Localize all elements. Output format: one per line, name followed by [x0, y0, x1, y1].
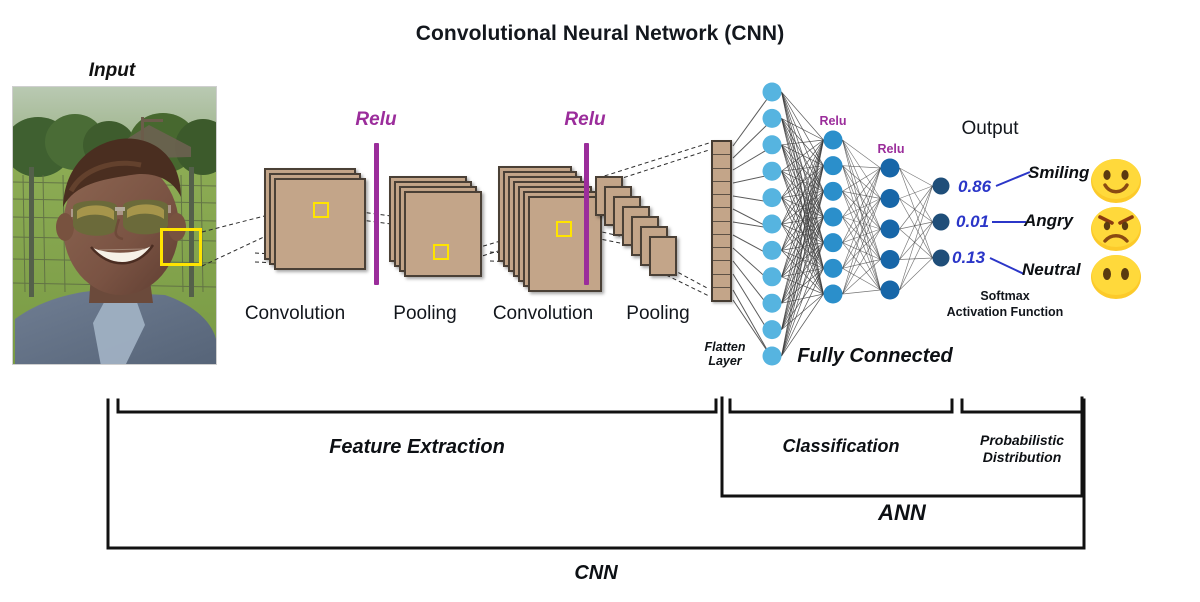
- fc-node-l1-n3: [823, 207, 843, 227]
- fc-node-l1-n5: [823, 258, 843, 278]
- fc-node-l2-n3: [880, 250, 900, 269]
- softmax-line1: Softmax: [980, 289, 1030, 303]
- flatten-layer-column: [711, 140, 732, 302]
- fc-node-l2-n4: [880, 280, 900, 300]
- fc-node-l1-n1: [823, 156, 843, 176]
- bracket-cnn: [106, 398, 1086, 550]
- flatten-label-line2: Layer: [708, 354, 742, 369]
- bracket-label-probabilistic-distribution: Probabilistic Distribution: [962, 432, 1082, 466]
- relu-label-1: Relu: [355, 109, 397, 130]
- class-label-smiling: Smiling: [1028, 163, 1090, 182]
- angry-face-icon: [1091, 207, 1141, 251]
- stage-label-convolution-2: Convolution: [492, 303, 594, 324]
- softmax-line2: Activation Function: [946, 305, 1064, 320]
- pool1-kernel-window: [433, 244, 449, 260]
- flatten-label-line1: Flatten: [704, 340, 746, 354]
- bracket-label-cnn: CNN: [574, 562, 618, 584]
- fc-node-l0-n4: [762, 188, 782, 208]
- input-photo: [12, 86, 217, 365]
- fc-node-l1-n6: [823, 284, 843, 304]
- input-receptive-field-box: [160, 228, 202, 266]
- fc-node-l3-n1: [932, 213, 950, 231]
- input-label: Input: [88, 60, 136, 81]
- fully-connected-label: Fully Connected: [797, 345, 953, 367]
- fc-node-l0-n6: [762, 240, 782, 260]
- softmax-caption: Softmax Activation Function: [915, 288, 1095, 321]
- fc-node-l0-n7: [762, 267, 782, 287]
- relu-label-hidden-1: Relu: [819, 114, 847, 128]
- bracket-label-feature-extraction: Feature Extraction: [329, 436, 505, 458]
- stage-label-convolution-1: Convolution: [244, 303, 346, 324]
- bracket-feature-extraction: [116, 398, 718, 414]
- fc-node-l3-n2: [932, 249, 950, 267]
- probability-angry: 0.01: [956, 212, 990, 231]
- fc-node-l0-n3: [762, 161, 782, 181]
- fc-node-l1-n0: [823, 130, 843, 150]
- relu-label-hidden-2: Relu: [877, 142, 905, 156]
- page-title: Convolutional Neural Network (CNN): [415, 22, 785, 45]
- fc-node-l0-n1: [762, 108, 782, 128]
- flatten-layer-label: Flatten Layer: [690, 340, 760, 369]
- relu-label-2: Relu: [564, 109, 606, 130]
- class-label-angry: Angry: [1024, 211, 1074, 230]
- bracket-classification: [728, 398, 954, 414]
- probability-neutral: 0.13: [952, 248, 986, 267]
- fc-node-l0-n9: [762, 320, 782, 340]
- probability-smiling: 0.86: [958, 177, 992, 196]
- bracket-label-classification: Classification: [782, 436, 900, 456]
- relu-bar-1: [374, 143, 379, 285]
- fc-node-l0-n10: [762, 346, 782, 366]
- stage-label-pooling-1: Pooling: [393, 303, 457, 324]
- output-heading: Output: [961, 118, 1019, 139]
- fc-node-l1-n4: [823, 233, 843, 253]
- stage-label-pooling-2: Pooling: [626, 303, 690, 324]
- neutral-face-icon: [1091, 255, 1141, 299]
- conv2-kernel-window: [556, 221, 572, 237]
- fc-edges: [781, 91, 933, 357]
- selfie-photo-illustration: [13, 87, 216, 364]
- output-leader-lines: [989, 171, 1031, 275]
- fc-node-l2-n0: [880, 158, 900, 178]
- probabilistic-line2: Distribution: [982, 448, 1062, 465]
- fc-node-l3-n0: [932, 177, 950, 195]
- class-label-neutral: Neutral: [1022, 260, 1081, 279]
- fc-node-l2-n2: [880, 219, 900, 239]
- bracket-ann: [720, 396, 1084, 498]
- relu-bar-2: [584, 143, 589, 285]
- smiling-face-icon: [1091, 159, 1141, 203]
- fc-node-l0-n0: [762, 82, 782, 102]
- fc-node-l2-n1: [880, 189, 900, 208]
- fc-node-l0-n5: [762, 214, 782, 234]
- fc-node-l0-n2: [762, 135, 782, 155]
- fc-node-l0-n8: [762, 293, 782, 313]
- probabilistic-line1: Probabilistic: [979, 432, 1065, 448]
- fc-node-l1-n2: [823, 181, 843, 201]
- bracket-label-ann: ANN: [878, 500, 926, 525]
- conv1-kernel-window: [313, 202, 329, 218]
